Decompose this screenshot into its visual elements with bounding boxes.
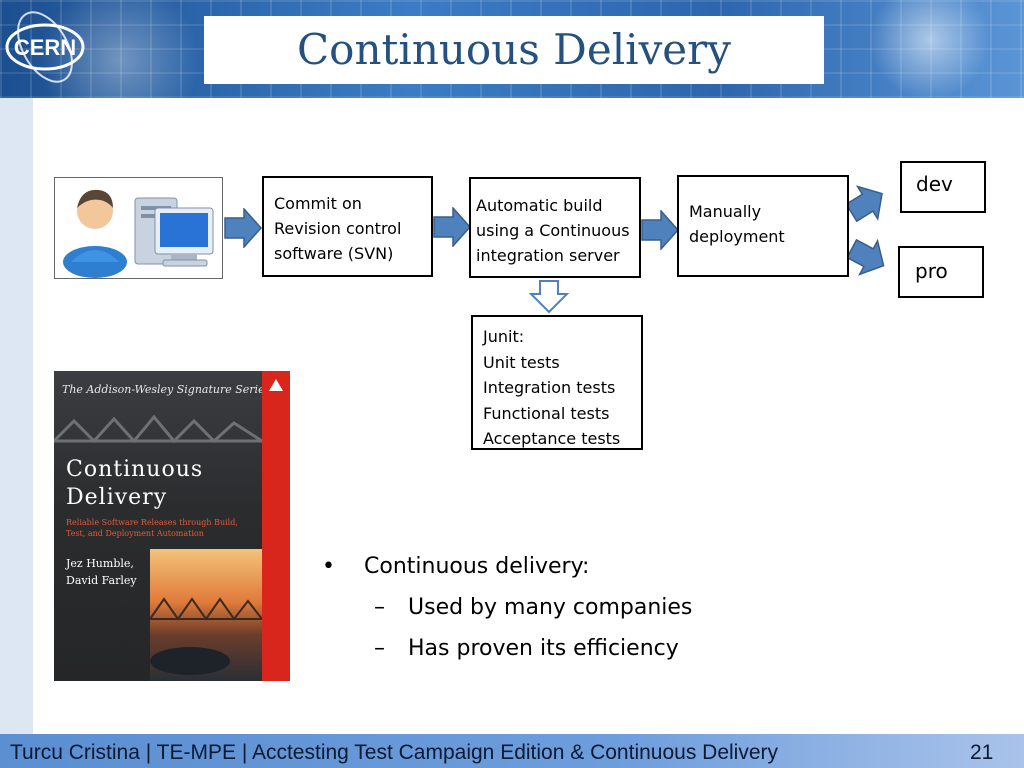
- pro-environment-box: pro: [898, 246, 984, 298]
- tests-line: Unit tests: [483, 352, 560, 372]
- developer-computer-picture: [54, 177, 223, 279]
- title-background: [204, 16, 824, 84]
- build-line: Automatic build: [476, 196, 603, 215]
- book-author2: David Farley: [66, 574, 137, 587]
- commit-svn-box: Commit on Revision control software (SVN…: [262, 176, 433, 277]
- footer-text: Turcu Cristina | TE-MPE | Acctesting Tes…: [10, 741, 779, 764]
- build-line: integration server: [476, 246, 620, 265]
- commit-line: Revision control: [274, 219, 402, 238]
- book-subtitle-line2: Test, and Deployment Automation: [66, 529, 204, 538]
- dash-marker: –: [374, 595, 385, 620]
- book-author1: Jez Humble,: [66, 557, 134, 570]
- arrow-right-icon: [641, 210, 679, 250]
- page-title: Continuous Delivery: [297, 25, 731, 74]
- book-series: The Addison-Wesley Signature Series: [62, 383, 271, 396]
- deploy-line: Manually: [689, 202, 762, 221]
- manual-deployment-box: Manually deployment: [677, 175, 849, 277]
- sub-bullet-item: –Has proven its efficiency: [374, 636, 679, 661]
- book-cover-image: The Addison-Wesley Signature Series Cont…: [54, 371, 290, 681]
- footer-bar: [0, 734, 1024, 768]
- bridge-silhouette: [54, 414, 262, 444]
- left-accent-strip: [0, 98, 33, 734]
- cern-logo-text: CERN: [14, 35, 76, 60]
- book-title-line1: Continuous: [66, 457, 204, 482]
- dev-label: dev: [916, 172, 953, 196]
- arrow-down-outline-icon: [529, 280, 569, 314]
- tests-line: Functional tests: [483, 403, 610, 423]
- automatic-build-box: Automatic build using a Continuous integ…: [469, 177, 641, 278]
- page-number: 21: [970, 741, 994, 764]
- arrow-down-right-icon: [848, 238, 885, 276]
- tests-line: Integration tests: [483, 378, 616, 398]
- book-red-spine: [262, 371, 290, 681]
- book-title-line2: Delivery: [66, 485, 168, 510]
- dev-environment-box: dev: [900, 161, 986, 213]
- sub-bullet-text: Used by many companies: [408, 595, 693, 620]
- arrow-right-icon: [224, 208, 262, 248]
- sub-bullet-item: –Used by many companies: [374, 595, 692, 620]
- dash-marker: –: [374, 636, 385, 661]
- book-sunset-photo: [149, 549, 263, 681]
- developer-person-icon: [63, 189, 127, 278]
- junit-tests-box: Junit: Unit tests Integration tests Func…: [471, 315, 643, 450]
- tests-line: Acceptance tests: [483, 429, 621, 449]
- sub-bullet-text: Has proven its efficiency: [408, 636, 679, 661]
- build-line: using a Continuous: [476, 221, 630, 240]
- arrow-up-right-icon: [848, 185, 883, 223]
- bullet-marker: •: [322, 554, 335, 579]
- book-subtitle-line1: Reliable Software Releases through Build…: [66, 518, 238, 527]
- commit-line: software (SVN): [274, 244, 394, 263]
- publisher-logo-icon: [269, 379, 283, 391]
- pro-label: pro: [915, 259, 948, 283]
- computer-icon: [134, 197, 214, 267]
- bullet-item: • Continuous delivery:: [322, 554, 589, 579]
- arrow-right-icon: [433, 207, 471, 247]
- cern-logo: CERN: [5, 11, 85, 83]
- commit-line: Commit on: [274, 194, 362, 213]
- tests-line: Junit:: [483, 327, 525, 346]
- bullet-text: Continuous delivery:: [364, 554, 590, 579]
- deploy-line: deployment: [689, 227, 785, 246]
